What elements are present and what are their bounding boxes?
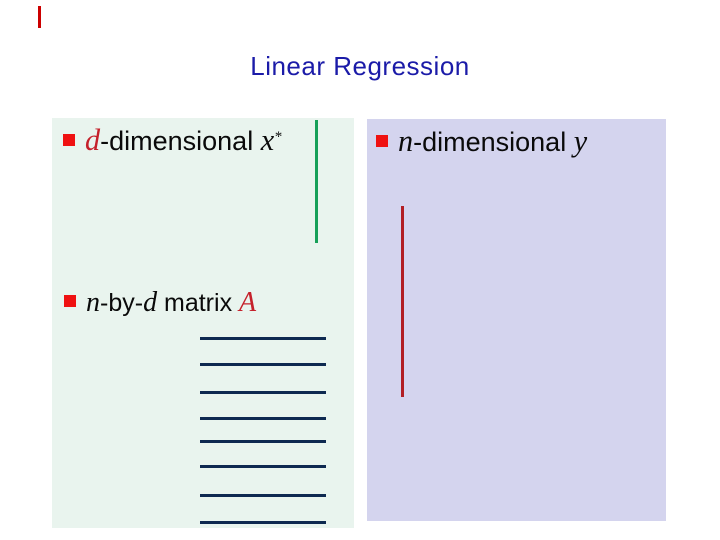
slide-title: Linear Regression	[250, 51, 470, 81]
math-symbol-d: d	[143, 287, 158, 318]
left-panel	[52, 118, 354, 528]
bullet-text: matrix	[157, 289, 240, 317]
bullet-square-icon	[63, 134, 75, 146]
right-panel	[367, 119, 666, 521]
matrix-row-line	[200, 494, 326, 498]
bullet-square-icon	[64, 295, 76, 307]
red-vector-line	[401, 206, 404, 397]
matrix-row-line	[200, 440, 326, 444]
green-vector-line	[315, 120, 318, 243]
matrix-row-line	[200, 417, 326, 421]
bullet-text: -dimensional	[413, 127, 574, 157]
red-edge-mark	[38, 6, 41, 28]
bullet-item-d-dimensional: d-dimensional x*	[63, 120, 282, 158]
matrix-row-line	[200, 391, 326, 395]
math-symbol-n: n	[398, 124, 414, 158]
math-symbol-n: n	[86, 287, 100, 318]
matrix-row-line	[200, 465, 326, 469]
bullet-square-icon	[376, 135, 388, 147]
math-symbol-d: d	[85, 123, 101, 157]
matrix-row-line	[200, 363, 326, 367]
bullet-text: -by-	[100, 289, 144, 317]
matrix-row-line	[200, 521, 326, 525]
bullet-item-n-by-d-matrix: n-by-d matrix A	[64, 286, 256, 320]
math-superscript-star: *	[274, 129, 282, 145]
math-symbol-A: A	[239, 287, 257, 318]
math-symbol-y: y	[573, 124, 588, 158]
matrix-row-line	[200, 337, 326, 341]
math-symbol-x: x	[260, 123, 275, 157]
bullet-text: -dimensional	[100, 126, 261, 156]
bullet-item-n-dimensional: n-dimensional y	[376, 124, 587, 159]
